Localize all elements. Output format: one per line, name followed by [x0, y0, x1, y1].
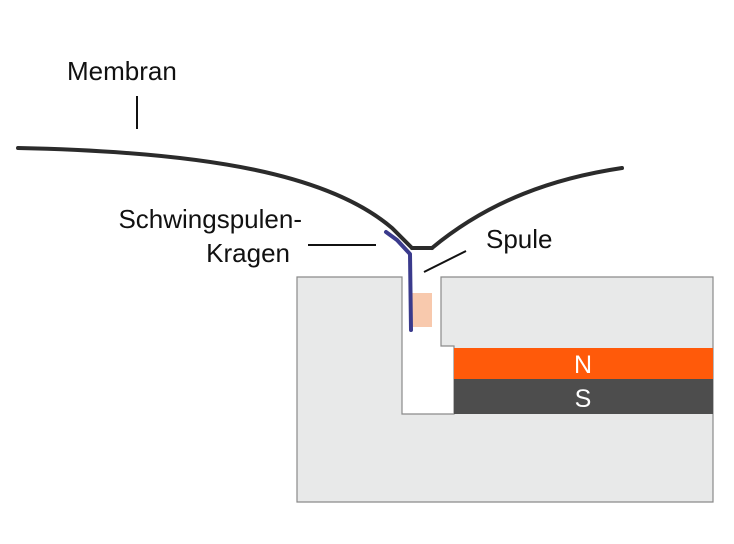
- collar-label-line1: Schwingspulen-: [118, 204, 302, 234]
- membrane-right: [430, 166, 624, 250]
- north-pole-label: N: [574, 351, 592, 379]
- magnet-south: [454, 379, 713, 414]
- coil-leader-line: [423, 250, 467, 273]
- membrane-left: [16, 146, 414, 250]
- voice-coil-collar: [384, 230, 413, 332]
- south-pole-label: S: [575, 385, 592, 413]
- collar-label-line2: Kragen: [206, 238, 290, 268]
- magnet-north: [454, 348, 713, 379]
- voice-coil: [412, 293, 432, 327]
- membrane-label: Membran: [67, 56, 177, 86]
- coil-label: Spule: [486, 224, 553, 254]
